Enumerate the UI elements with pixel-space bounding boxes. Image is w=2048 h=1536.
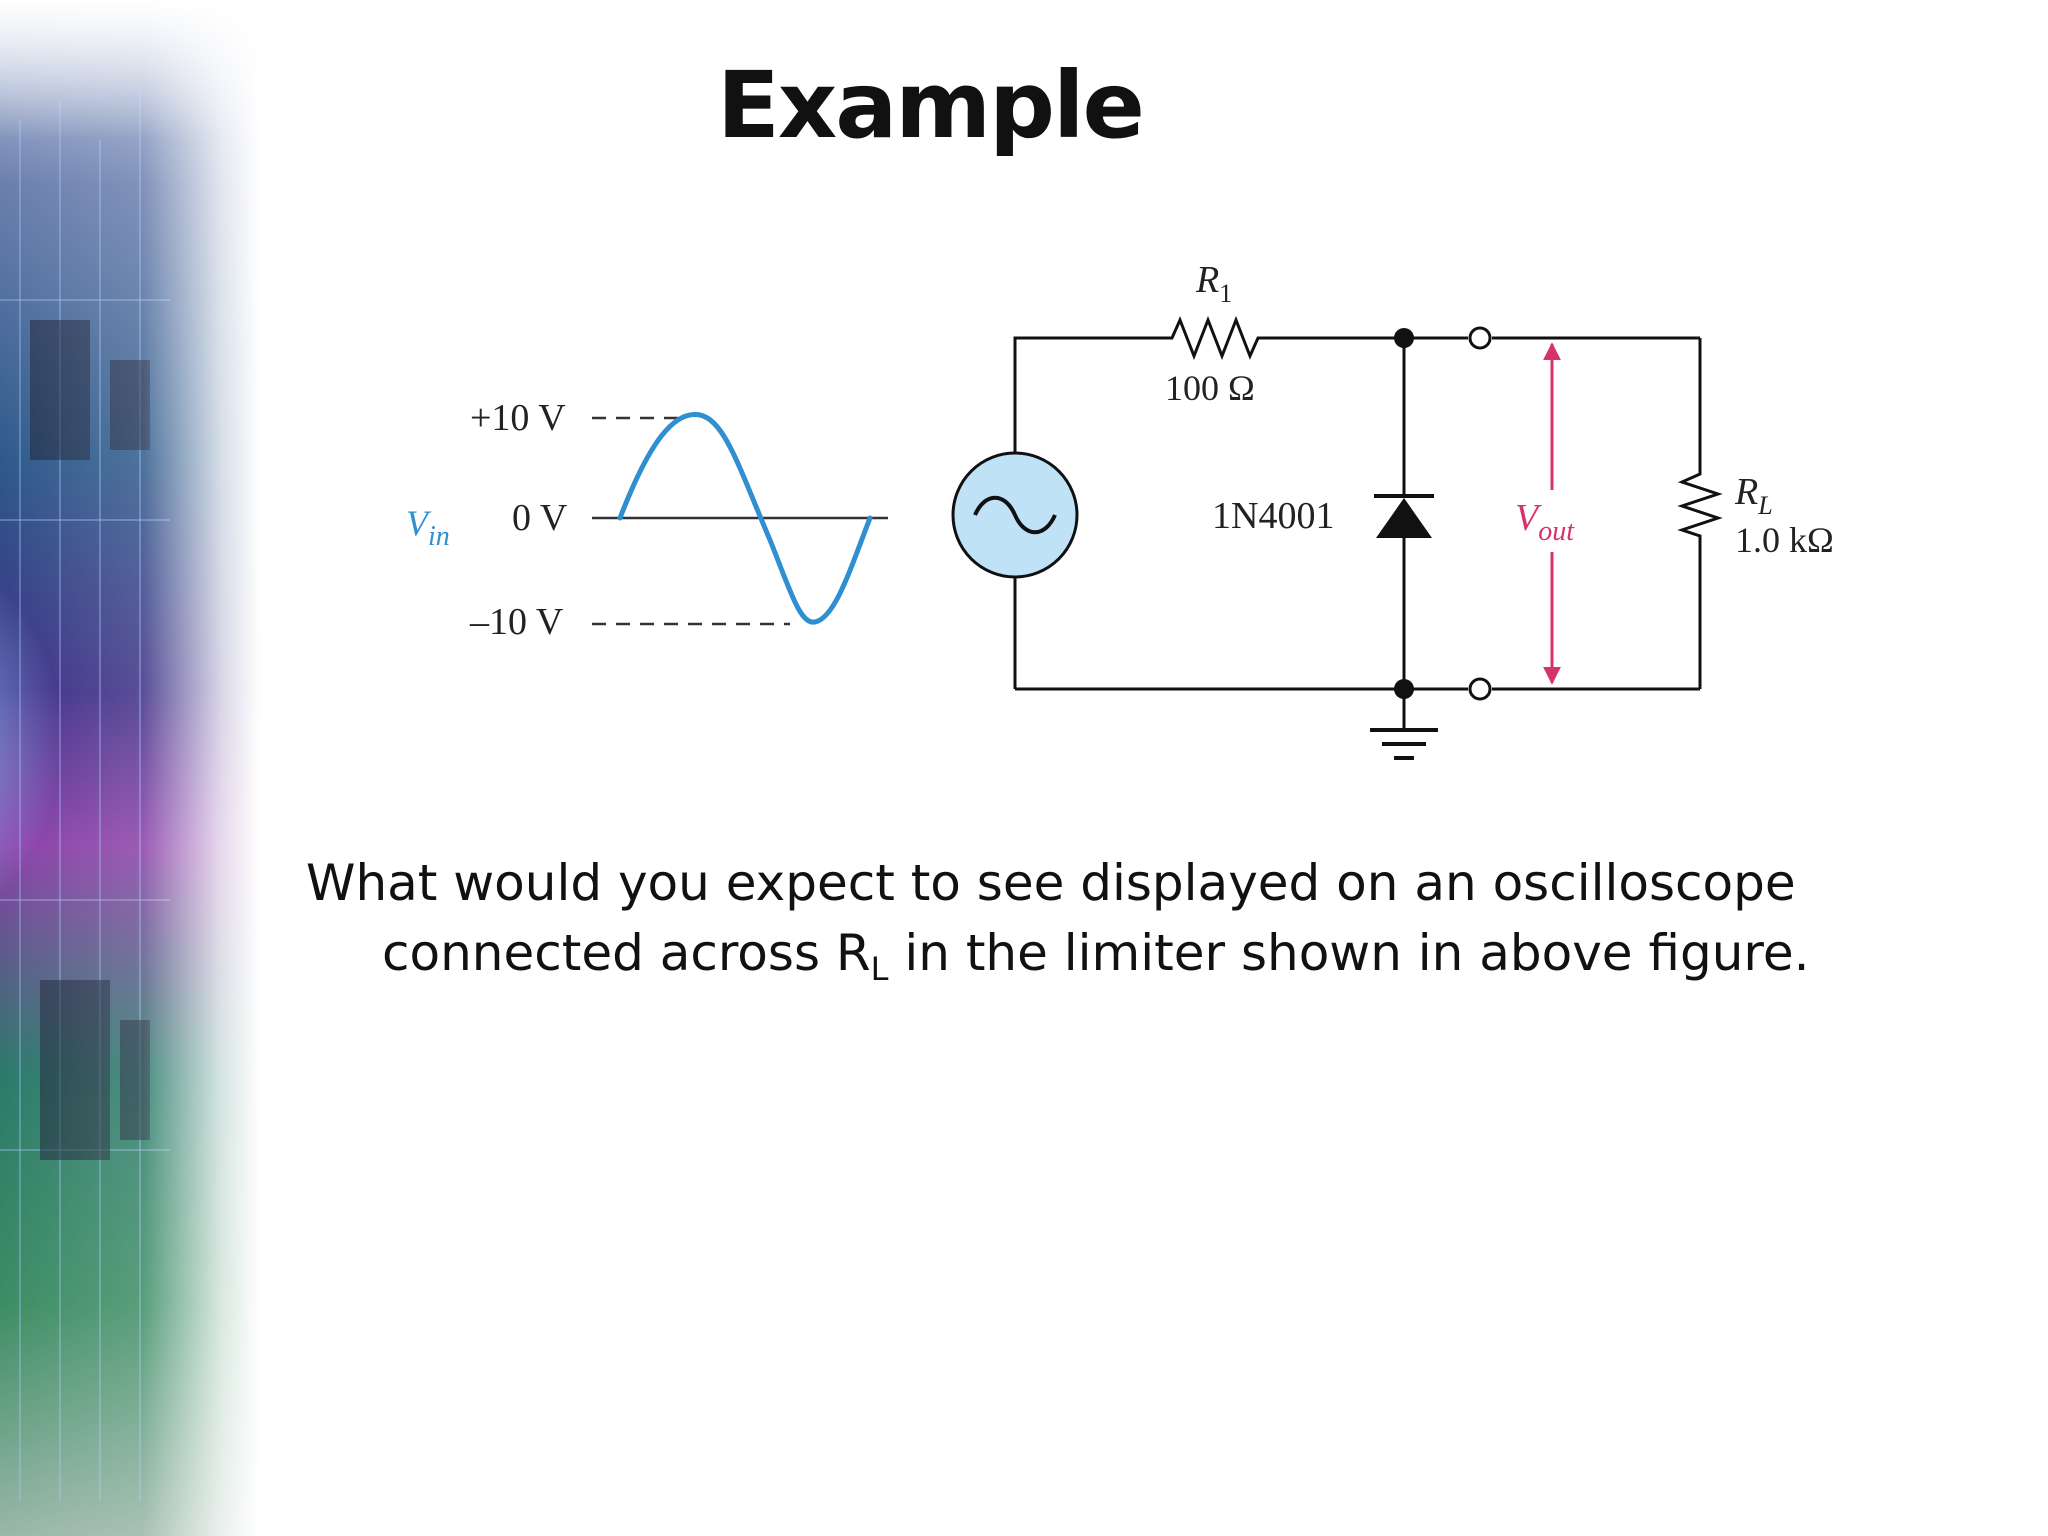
- diode-part-label: 1N4001: [1212, 495, 1334, 537]
- slide-title: Example: [717, 52, 1145, 159]
- output-terminal-top: [1468, 326, 1492, 350]
- positive-peak-label: +10 V: [470, 397, 566, 439]
- ground-icon: [1370, 728, 1438, 760]
- input-waveform: Vin +10 V 0 V –10 V: [406, 397, 888, 643]
- ac-source: [951, 451, 1079, 579]
- bottom-junction-node: [1394, 679, 1414, 699]
- diode-1n4001: 1N4001: [1212, 494, 1434, 538]
- question-line-2: connected across RL in the limiter shown…: [382, 924, 1810, 988]
- load-resistor-icon: [1677, 466, 1723, 540]
- resistor-r1-icon: [1160, 315, 1268, 361]
- vout-label: Vout: [1515, 497, 1575, 547]
- output-terminal-bottom: [1468, 677, 1492, 701]
- r1-value: 100 Ω: [1165, 368, 1255, 408]
- resistor-r1: R1 100 Ω: [1160, 259, 1268, 408]
- negative-peak-label: –10 V: [469, 601, 564, 643]
- question-line-1: What would you expect to see displayed o…: [306, 854, 1796, 912]
- load-resistor-rl: RL 1.0 kΩ: [1677, 466, 1834, 560]
- circuit-wires: [1013, 336, 1702, 730]
- zero-volt-label: 0 V: [512, 497, 568, 539]
- diode-icon: [1376, 498, 1432, 538]
- vout-indicator: Vout: [1515, 342, 1575, 685]
- top-junction-node: [1394, 328, 1414, 348]
- rl-name: RL: [1734, 471, 1773, 520]
- ac-wave-icon: [973, 495, 1057, 535]
- sine-wave: [617, 411, 873, 625]
- r1-name: R1: [1195, 259, 1232, 308]
- rl-value: 1.0 kΩ: [1735, 520, 1834, 560]
- question-text: What would you expect to see displayed o…: [306, 848, 2006, 1004]
- vin-label: Vin: [406, 503, 450, 552]
- circuit-board-decoration: [0, 0, 260, 1536]
- rl-subscript: L: [870, 950, 889, 988]
